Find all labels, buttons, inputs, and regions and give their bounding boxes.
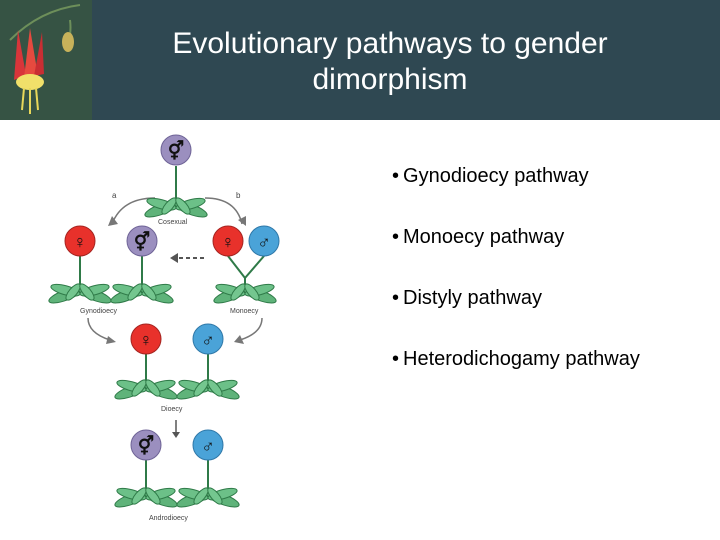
label-cosexual: Cosexual: [158, 219, 188, 226]
slide-header: Evolutionary pathways to gender dimorphi…: [0, 0, 720, 120]
label-gynodioecy: Gynodioecy: [80, 308, 117, 315]
plant-androdioecy-hermaphrodite: ⚥: [112, 429, 180, 511]
female-symbol: ♀: [221, 232, 235, 252]
bullet-marker: •: [392, 165, 400, 187]
bullet-item-heterodichogamy: •Heterodichogamy pathway: [392, 343, 640, 404]
hermaphrodite-symbol: ⚥: [134, 231, 150, 252]
bullet-text: Distyly pathway: [403, 287, 542, 309]
male-symbol: ♂: [201, 330, 215, 350]
arrow-gynodioecy-to-dioecy: [87, 317, 111, 341]
bullet-marker: •: [392, 348, 400, 370]
slide-title-line-1: Evolutionary pathways to gender: [172, 27, 608, 60]
plant-monoecy: ♀ ♂: [211, 225, 280, 307]
bullet-marker: •: [392, 287, 400, 309]
label-androdioecy: Androdioecy: [149, 515, 188, 522]
slide-title-line-2: dimorphism: [312, 63, 468, 96]
female-symbol: ♀: [73, 232, 87, 252]
arrow-monoecy-to-dioecy: [239, 317, 263, 341]
bullet-marker: •: [392, 226, 400, 248]
plant-dioecy-male: ♂: [174, 323, 242, 403]
arrow-b: [204, 197, 243, 225]
slide-title: Evolutionary pathways to gender dimorphi…: [100, 26, 680, 98]
plant-cosexual: ⚥: [142, 134, 210, 221]
bullet-text: Monoecy pathway: [403, 226, 565, 248]
hermaphrodite-flower: [160, 134, 192, 166]
hermaphrodite-symbol: ⚥: [168, 140, 184, 161]
bullet-item-monoecy: •Monoecy pathway: [392, 221, 640, 282]
columbine-flower-photo: [0, 0, 92, 120]
bullet-list: •Gynodioecy pathway •Monoecy pathway •Di…: [392, 160, 640, 404]
bullet-text: Heterodichogamy pathway: [403, 348, 640, 370]
bullet-item-gynodioecy: •Gynodioecy pathway: [392, 160, 640, 221]
label-dioecy: Dioecy: [161, 406, 183, 413]
plant-dioecy-female: ♀: [112, 323, 180, 403]
plant-androdioecy-male: ♂: [174, 429, 242, 511]
bullet-item-distyly: •Distyly pathway: [392, 282, 640, 343]
label-a: a: [112, 191, 117, 200]
plant-gynodioecy-hermaphrodite: ⚥: [108, 225, 176, 307]
label-monoecy: Monoecy: [230, 308, 259, 315]
hermaphrodite-symbol: ⚥: [138, 435, 154, 456]
gender-dimorphism-pathway-figure: a b Cosexual Gynodioecy Monoecy Dioecy A…: [46, 134, 280, 522]
plant-gynodioecy-female: ♀: [46, 225, 114, 307]
female-symbol: ♀: [139, 330, 153, 350]
male-symbol: ♂: [257, 232, 271, 252]
label-b: b: [236, 191, 241, 200]
male-symbol: ♂: [201, 436, 215, 456]
bullet-text: Gynodioecy pathway: [403, 165, 589, 187]
